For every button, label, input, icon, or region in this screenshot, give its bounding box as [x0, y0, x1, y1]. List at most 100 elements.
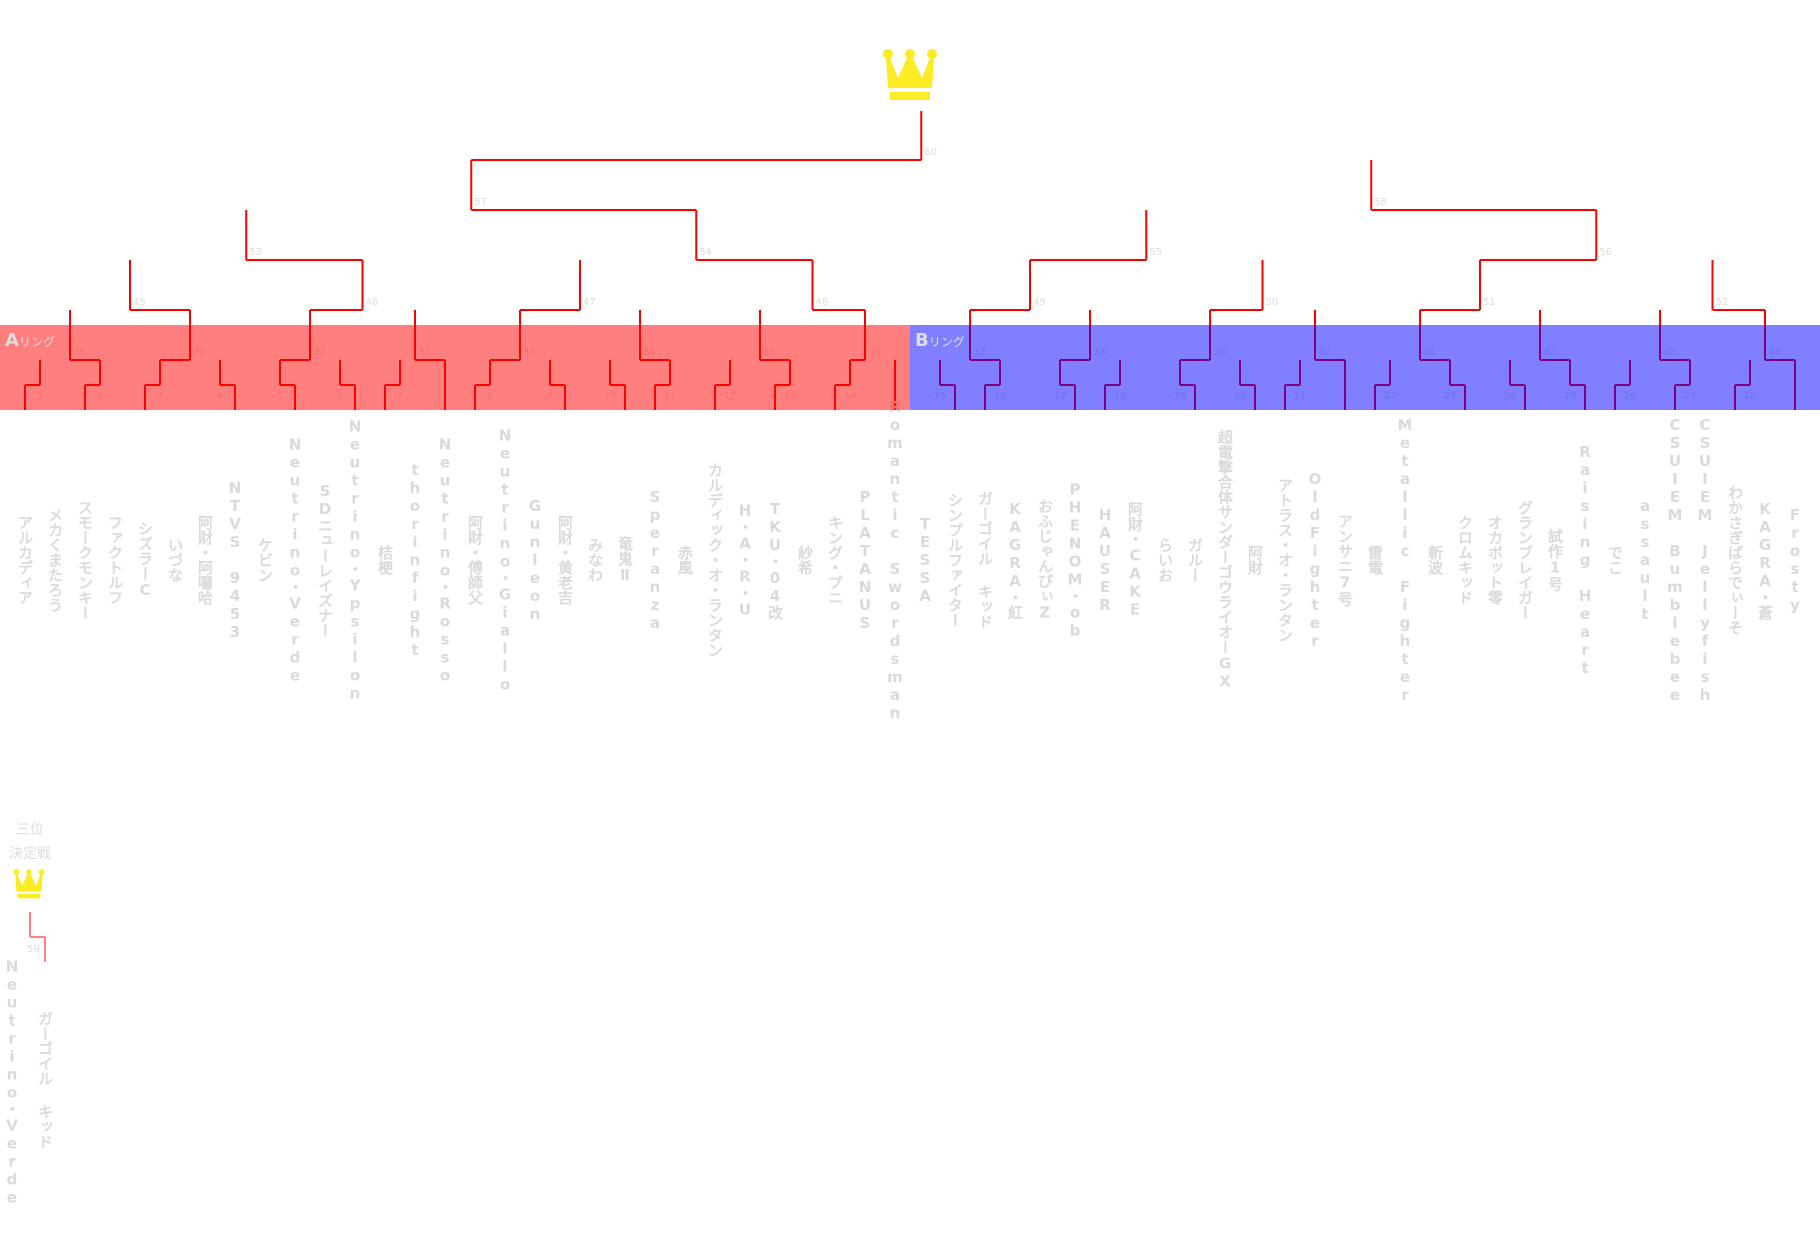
match-number: 31	[313, 347, 326, 358]
player-name: 竜鬼Ⅱ	[616, 536, 634, 584]
match-number: 28	[1743, 391, 1757, 402]
player-name: カルディック・オ・ランタン	[706, 462, 724, 658]
player-name: 阿財・CAKE	[1126, 501, 1144, 619]
match-number: 29	[73, 347, 86, 358]
player-name: ファクトルフ	[106, 515, 124, 605]
match-number: 49	[1033, 297, 1046, 308]
match-number: 43	[1663, 347, 1676, 358]
player-name: 桔梗	[376, 545, 394, 575]
match-number: 8	[486, 391, 494, 402]
player-name: PHENOM・ob	[1066, 480, 1084, 640]
match-number: 51	[1483, 297, 1496, 308]
match-number: 12	[723, 391, 737, 402]
player-name: 雷電	[1366, 545, 1384, 575]
third-place-title-2: 決定戦	[9, 846, 51, 862]
match-number: 34	[643, 347, 656, 358]
player-name: 紗希	[796, 545, 814, 575]
player-name: 阿財	[1246, 545, 1264, 575]
match-number: 14	[843, 391, 857, 402]
player-name: ケビン	[256, 537, 274, 583]
player-name: KAGRA・蒼	[1756, 500, 1774, 620]
player-name: Neutrino・Ypsilon	[346, 417, 364, 703]
player-name: Frosty	[1786, 506, 1804, 614]
player-name: らいお	[1156, 537, 1174, 583]
player-name: オカボット零	[1486, 515, 1504, 605]
match-number: 27	[1683, 391, 1697, 402]
match-number: 35	[763, 347, 776, 358]
player-name: スモークモンキー	[76, 500, 94, 620]
match-number: 57	[474, 197, 487, 208]
player-name: わかさぎばらでぃーそ	[1726, 485, 1744, 635]
match-number: 18	[1113, 391, 1127, 402]
match-number: 36	[868, 347, 881, 358]
ring-b-band: Bリング	[910, 325, 1820, 410]
ring-a-label: Aリング	[5, 330, 55, 351]
third-place-player-1: Neutrino・Verde	[3, 957, 21, 1207]
match-number: 55	[1149, 247, 1162, 258]
player-name: 阿財・傅師父	[466, 515, 484, 605]
player-name: Neutrino・Rosso	[436, 435, 454, 685]
match-number: 3	[156, 391, 164, 402]
match-number: 19	[1173, 391, 1187, 402]
player-name: ガルー	[1186, 537, 1204, 583]
match-number: 45	[133, 297, 146, 308]
player-name: Metallic Fighter	[1396, 416, 1414, 704]
player-name: グランブレイガー	[1516, 500, 1534, 620]
match-number: 5	[276, 391, 284, 402]
player-name: SDニューレイズナー	[316, 482, 334, 638]
champion-crown-icon	[883, 49, 937, 100]
player-name: Gunleon	[526, 497, 544, 623]
player-name: シズラーC	[136, 521, 154, 599]
player-name: Neutrino・Giallo	[496, 426, 514, 694]
match-number: 44	[1768, 347, 1781, 358]
player-name: KAGRA・紅	[1006, 500, 1024, 620]
third-place-title-1: 三位	[16, 822, 44, 838]
player-name: キング・プニ	[826, 515, 844, 605]
player-name: アトラス・オ・ランタン	[1276, 477, 1294, 643]
player-name: TESSA	[916, 515, 934, 605]
match-number: 24	[1503, 391, 1517, 402]
player-name: TKU・04改	[766, 500, 784, 620]
match-number: 15	[933, 391, 947, 402]
player-name: メカくまたろう	[46, 507, 64, 613]
match-number: 41	[1423, 347, 1436, 358]
player-name: アンサニ7号	[1336, 513, 1354, 607]
player-name: Neutrino・Verde	[286, 435, 304, 685]
match-number: 50	[1265, 297, 1279, 308]
third-place-crown-icon	[13, 869, 45, 899]
match-number: 40	[1318, 347, 1331, 358]
player-name: H・A・R・U	[736, 501, 754, 619]
player-name: NTVS 9453	[226, 479, 244, 641]
match-number: 42	[1543, 347, 1556, 358]
player-name: 試作1号	[1546, 528, 1564, 592]
third-place-player-2: ガーゴイル キッド	[36, 1011, 54, 1149]
player-name: でこ	[1606, 545, 1624, 575]
match-number: 22	[1383, 391, 1397, 402]
match-number: 1	[36, 391, 44, 402]
player-name: assault	[1636, 497, 1654, 623]
match-number: 2	[96, 391, 104, 402]
player-name: 赤風	[676, 545, 694, 575]
player-name: みなわ	[586, 537, 604, 583]
match-number: 54	[699, 247, 712, 258]
player-name: OldFighter	[1306, 470, 1324, 650]
match-number: 39	[1213, 347, 1226, 358]
player-name: クロムキッド	[1456, 515, 1474, 605]
player-name: 斬波	[1426, 545, 1444, 575]
match-number: 58	[1374, 197, 1387, 208]
match-number: 6	[336, 391, 344, 402]
match-number: 10	[603, 391, 617, 402]
match-number: 37	[973, 347, 986, 358]
match-number: 60	[924, 147, 937, 158]
match-number: 38	[1093, 347, 1106, 358]
player-name: CSUIEM Jellyfish	[1696, 416, 1714, 704]
player-name: Raising Heart	[1576, 443, 1594, 677]
player-name: HAUSER	[1096, 506, 1114, 614]
match-number: 23	[1443, 391, 1457, 402]
player-name: アルカディア	[16, 515, 34, 605]
player-name: 阿財・黄老吉	[556, 515, 574, 605]
match-number: 30	[193, 347, 206, 358]
match-number: 32	[418, 347, 431, 358]
match-number: 48	[815, 297, 829, 308]
